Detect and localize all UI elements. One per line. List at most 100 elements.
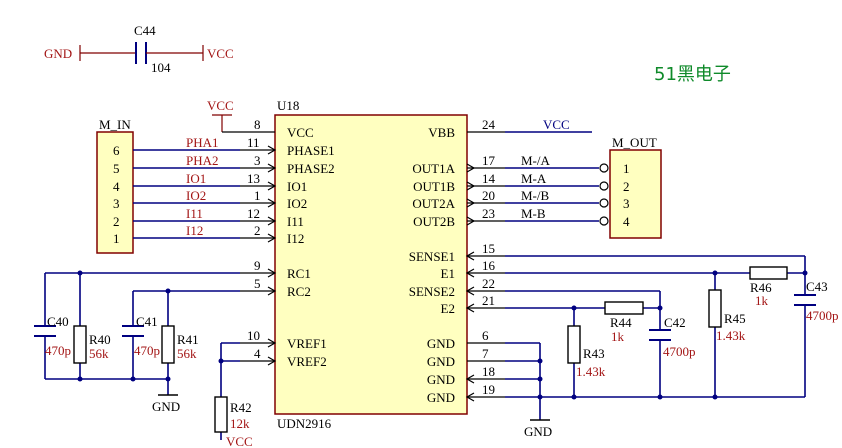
u18-vcc-label: VCC [207,98,234,113]
pin-name: OUT2B [413,214,455,229]
m-out-pin: 3 [623,196,630,211]
c44-value: 104 [151,60,171,75]
pin-num: 7 [482,346,489,361]
pin-name: OUT1A [412,161,455,176]
c44-gnd-label: GND [44,46,72,61]
r46-resistor [749,266,788,280]
m-in-pin: 6 [113,143,120,158]
c42-ref: C42 [664,315,686,330]
gnd-right-label: GND [524,424,552,439]
pin-name: VREF2 [287,354,327,369]
net-label: IO1 [186,171,206,186]
pin-name: IO1 [287,179,307,194]
pin-num: 4 [254,346,261,361]
pin-num: 2 [254,223,261,238]
r43-resistor [567,325,581,364]
pin-num: 14 [482,171,496,186]
u18-right-pins [465,131,505,402]
m-in-connector: M_IN 6 5 4 3 2 1 [96,117,134,254]
m-in-wires [133,149,240,239]
pin-name: I11 [287,214,304,229]
c43-ref: C43 [806,279,828,294]
pin-num: 16 [482,258,496,273]
r45-resistor [708,289,722,328]
r41-resistor [161,325,175,364]
c41-capacitor [122,325,144,337]
pin-num: 12 [247,206,260,221]
pin-num: 8 [254,117,261,132]
net-label: PHA1 [186,135,219,150]
net-label: PHA2 [186,153,219,168]
c43-value: 4700p [806,308,839,323]
pin-name: PHASE2 [287,161,335,176]
m-out-pin: 1 [623,161,630,176]
pin-name: VREF1 [287,336,327,351]
pin-name: SENSE1 [409,249,455,264]
m-in-pin: 2 [113,214,120,229]
m-out-ref: M_OUT [612,135,657,150]
net-label: I12 [186,223,203,238]
pin-num: 22 [482,276,495,291]
m-in-pin: 5 [113,161,120,176]
m-out-pin: 2 [623,179,630,194]
r44-value: 1k [611,329,625,344]
sense-network-wires [505,255,808,420]
u18-ref: U18 [277,98,299,113]
r43-value: 1.43k [576,364,606,379]
c43-capacitor [794,294,816,306]
pin-num: 3 [254,153,261,168]
r42-vcc-label: VCC [226,434,253,448]
pin-num: 18 [482,364,495,379]
pin-num: 11 [247,135,260,150]
c42-capacitor [649,329,671,341]
pin-num: 1 [254,188,261,203]
r44-resistor [604,301,644,315]
r40-ref: R40 [89,332,111,347]
r40-resistor [73,325,87,364]
pin-name: SENSE2 [409,284,455,299]
m-in-ref: M_IN [99,117,131,132]
u18-part: UDN2916 [277,416,332,431]
c44-decoupling: GND C44 104 VCC [44,23,234,75]
c41-ref: C41 [136,314,158,329]
pin-num: 20 [482,188,495,203]
pin-num: 24 [482,117,496,132]
pin-name: E1 [441,266,455,281]
r45-ref: R45 [724,311,746,326]
c44-vcc-label: VCC [207,46,234,61]
c40-ref: C40 [47,314,69,329]
pin-num: 17 [482,153,496,168]
pin-num: 21 [482,293,495,308]
c40-value: 470p [45,343,71,358]
r46-ref: R46 [750,280,772,295]
c44-ref: C44 [134,23,156,38]
pin-num: 10 [247,328,260,343]
r46-value: 1k [755,293,769,308]
pin-name: VBB [428,125,455,140]
pin-name: RC2 [287,284,311,299]
r43-ref: R43 [583,346,605,361]
pin-name: E2 [441,301,455,316]
net-label: I11 [186,206,203,221]
m-out-pin: 4 [623,214,630,229]
pin-num: 19 [482,382,495,397]
m-out-wires [505,163,609,226]
pin-num: 13 [247,171,260,186]
r40-value: 56k [89,346,109,361]
m-in-pin: 3 [113,196,120,211]
u18-left-pins [240,145,277,366]
net-label: IO2 [186,188,206,203]
c42-value: 4700p [663,344,696,359]
m-in-pin: 1 [113,231,120,246]
net-label: M-A [521,171,547,186]
pin-name: GND [427,372,455,387]
pin-name: GND [427,354,455,369]
vbb-net-label: VCC [543,117,570,132]
r42-resistor [214,396,228,433]
pin-name: I12 [287,231,304,246]
u18-vcc-supply: VCC [207,98,275,133]
pin-num: 9 [254,258,261,273]
pin-name: IO2 [287,196,307,211]
m-in-pin: 4 [113,179,120,194]
